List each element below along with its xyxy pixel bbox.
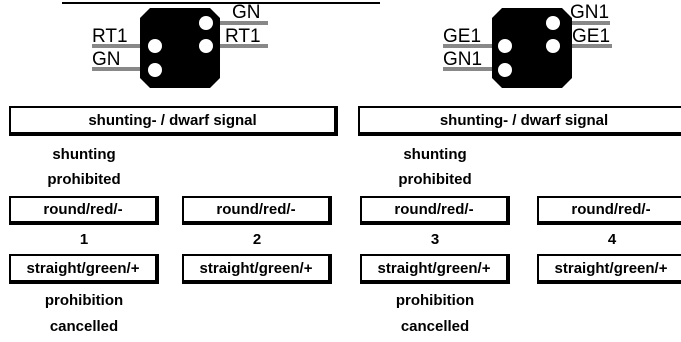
straight-label: straight/green/+ bbox=[9, 254, 159, 284]
round-label: round/red/- bbox=[537, 196, 681, 225]
top-text: prohibited bbox=[398, 171, 472, 188]
top-text: shunting bbox=[403, 146, 467, 163]
label-ge1-right: GE1 bbox=[572, 26, 611, 47]
bottom-text: prohibition bbox=[395, 292, 475, 309]
label-rt1-left: RT1 bbox=[92, 26, 128, 47]
straight-label: straight/green/+ bbox=[360, 254, 510, 284]
lamp bbox=[199, 39, 213, 53]
signal-drawings bbox=[62, 2, 612, 88]
column-number: 3 bbox=[430, 231, 440, 248]
lamp bbox=[546, 39, 560, 53]
label-gn1-bottom: GN1 bbox=[443, 49, 483, 70]
label-ge1-left: GE1 bbox=[443, 26, 482, 47]
label-gn-bottom: GN bbox=[92, 49, 121, 70]
bottom-text: cancelled bbox=[400, 318, 470, 335]
round-label: round/red/- bbox=[182, 196, 332, 225]
top-text: prohibited bbox=[47, 171, 121, 188]
lamp bbox=[148, 39, 162, 53]
lamp bbox=[498, 39, 512, 53]
column-number: 1 bbox=[79, 231, 89, 248]
panel-title: shunting- / dwarf signal bbox=[9, 106, 338, 136]
round-label: round/red/- bbox=[360, 196, 510, 225]
column-number: 4 bbox=[607, 231, 617, 248]
column-number: 2 bbox=[252, 231, 262, 248]
label-gn-top: GN bbox=[232, 2, 261, 23]
label-gn1-top: GN1 bbox=[570, 2, 610, 23]
bottom-text: cancelled bbox=[49, 318, 119, 335]
lamp bbox=[546, 16, 560, 30]
panel-title: shunting- / dwarf signal bbox=[358, 106, 681, 136]
straight-label: straight/green/+ bbox=[537, 254, 681, 284]
label-rt1-right: RT1 bbox=[225, 26, 261, 47]
lamp bbox=[498, 63, 512, 77]
straight-label: straight/green/+ bbox=[182, 254, 332, 284]
round-label: round/red/- bbox=[9, 196, 159, 225]
lamp bbox=[199, 16, 213, 30]
top-text: shunting bbox=[52, 146, 116, 163]
lamp bbox=[148, 63, 162, 77]
bottom-text: prohibition bbox=[44, 292, 124, 309]
